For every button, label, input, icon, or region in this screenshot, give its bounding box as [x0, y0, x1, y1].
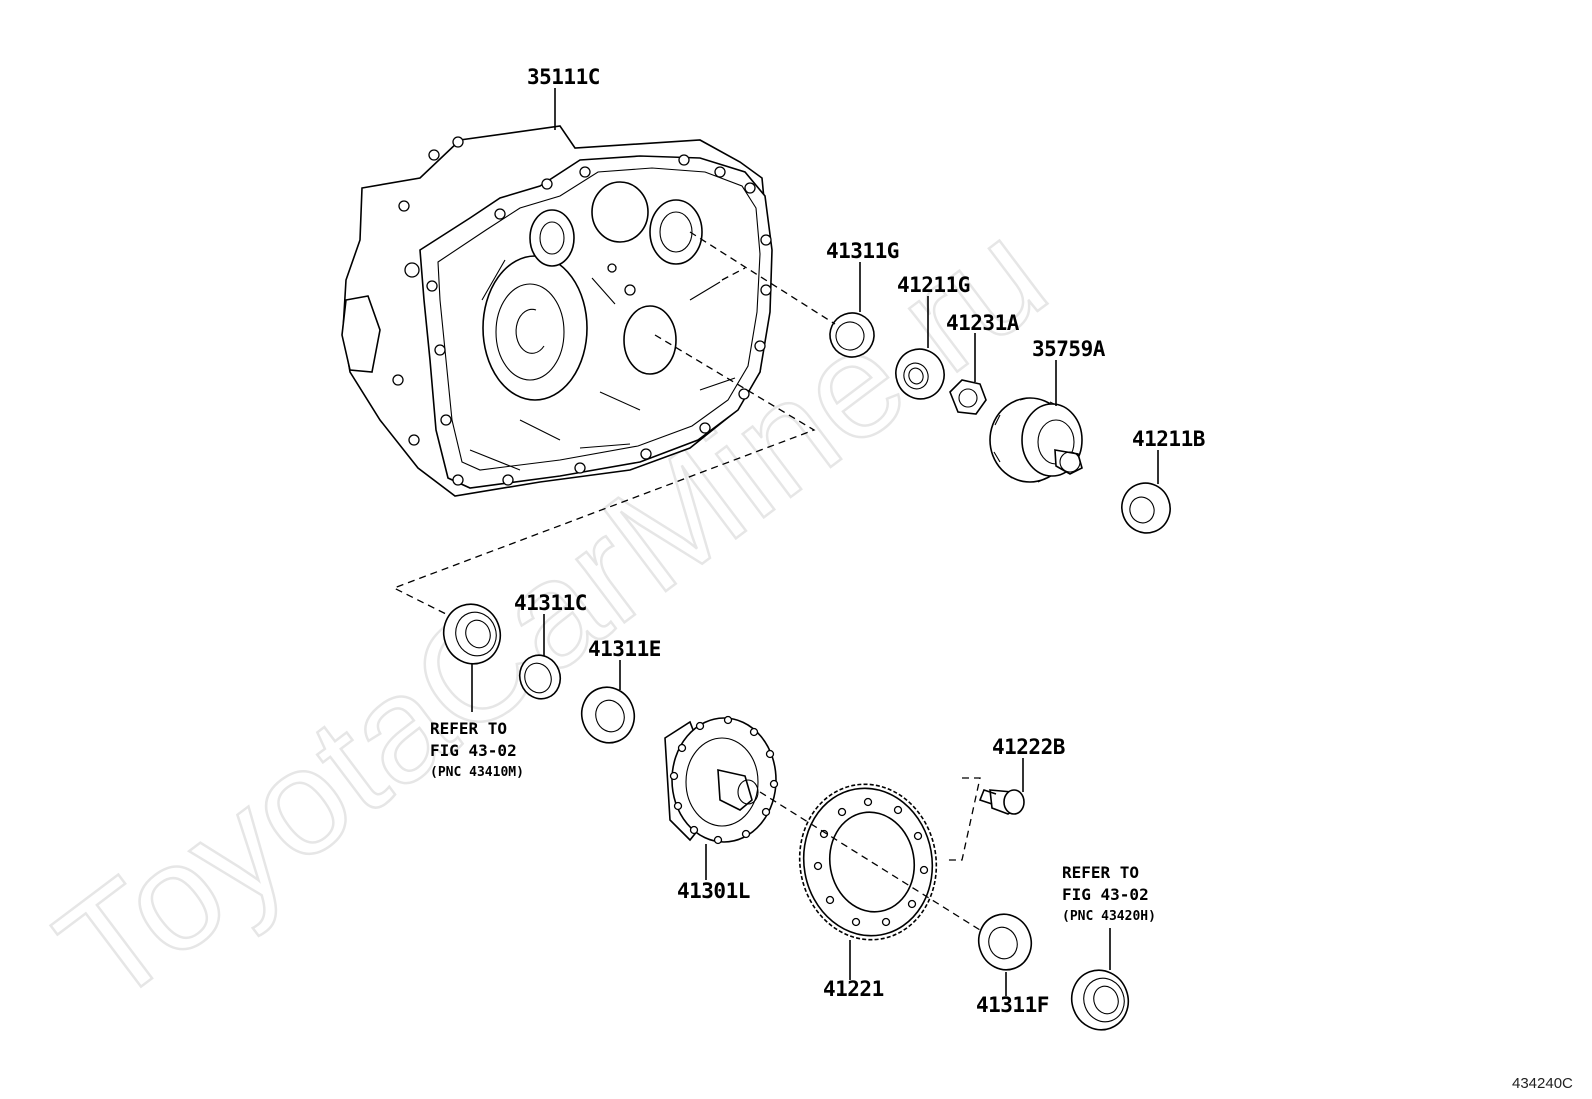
bearing-upper-left[interactable]: [889, 342, 951, 405]
label-35759a: 35759A: [1032, 337, 1106, 361]
label-41311e: 41311E: [588, 637, 661, 661]
svg-text:(PNC 43420H): (PNC 43420H): [1062, 909, 1156, 924]
label-41311c: 41311C: [514, 591, 587, 615]
leader-lines: [471, 88, 1159, 996]
bearing-upper-right[interactable]: [1115, 476, 1177, 539]
label-41222b: 41222B: [992, 735, 1065, 759]
label-41311f: 41311F: [976, 993, 1049, 1017]
bearing-mid[interactable]: [574, 680, 642, 750]
refer-note-right[interactable]: REFER TO FIG 43-02 (PNC 43420H): [1062, 863, 1156, 924]
svg-text:FIG 43-02: FIG 43-02: [1062, 885, 1149, 904]
label-41221: 41221: [823, 977, 884, 1001]
ring-gear-bolt[interactable]: [978, 789, 1025, 815]
lock-nut[interactable]: [949, 379, 987, 415]
svg-text:FIG 43-02: FIG 43-02: [430, 741, 517, 760]
svg-text:REFER TO: REFER TO: [1062, 863, 1139, 882]
label-41211g: 41211G: [897, 273, 970, 297]
svg-text:(PNC 43410M): (PNC 43410M): [430, 765, 524, 780]
svg-text:REFER TO: REFER TO: [430, 719, 507, 738]
label-41231a: 41231A: [946, 311, 1020, 335]
figure-code: 434240C: [1512, 1075, 1573, 1092]
oil-seal-small[interactable]: [514, 649, 567, 704]
side-bearing-right[interactable]: [1063, 962, 1136, 1038]
label-41211b: 41211B: [1132, 427, 1205, 451]
refer-note-left[interactable]: REFER TO FIG 43-02 (PNC 43410M): [430, 719, 524, 780]
drive-pinion-gear[interactable]: [989, 397, 1083, 483]
label-41311g: 41311G: [826, 239, 899, 263]
differential-case[interactable]: [664, 715, 779, 845]
bearing-lower[interactable]: [971, 907, 1039, 977]
housing-bolt-holes: [392, 136, 772, 486]
side-bearing-left[interactable]: [435, 596, 508, 672]
assembly-lines: [392, 231, 981, 931]
transaxle-housing[interactable]: [341, 125, 773, 497]
label-35111c: 35111C: [527, 65, 600, 89]
oil-seal-upper[interactable]: [824, 307, 880, 363]
ring-gear[interactable]: [787, 773, 948, 950]
label-41301l: 41301L: [677, 879, 750, 903]
